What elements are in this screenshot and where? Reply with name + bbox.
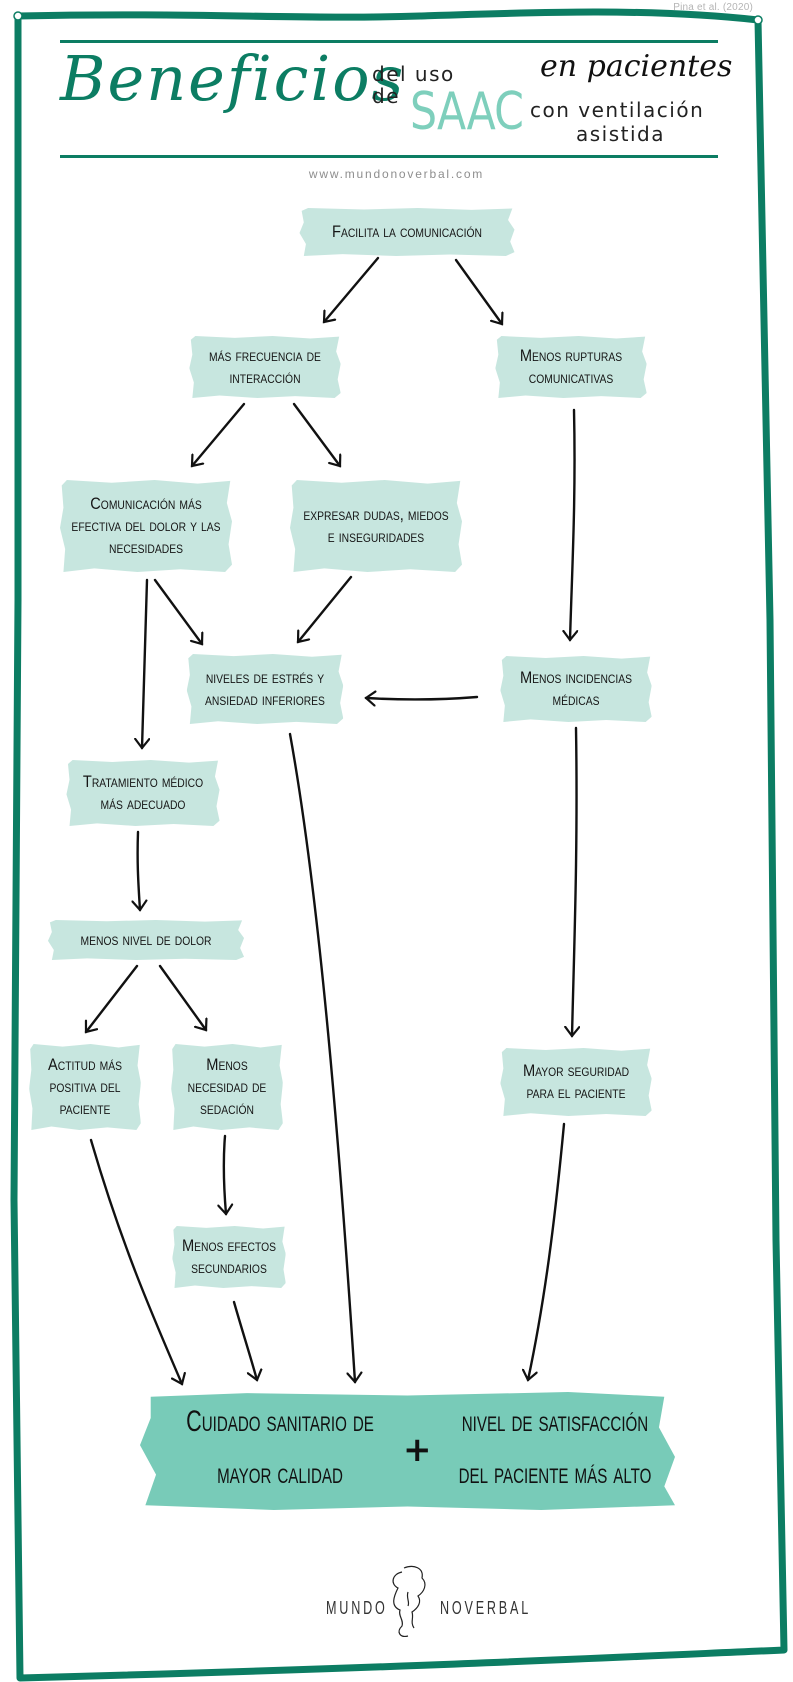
citation: Pina et al. (2020) [673,2,753,13]
node-comunicacion-efectiva: Comunicación más efectiva del dolor y la… [60,480,232,572]
node-label: Menos efectos secundarios [181,1236,277,1277]
title-asistida: asistida [576,122,666,146]
result-left-text: Cuidado sanitario de mayor calidad [186,1405,374,1490]
node-label: más frecuencia de interacción [209,346,321,387]
node-actitud: Actitud más positiva del paciente [29,1044,141,1130]
node-label: Actitud más positiva del paciente [47,1055,123,1118]
node-menos-dolor: menos nivel de dolor [47,920,245,960]
title-de: de [372,84,400,108]
logo-text-noverbal: NOVERBAL [440,1598,532,1618]
line-art-faces-icon [392,1565,426,1637]
node-tratamiento: Tratamiento médico más adecuado [66,760,220,826]
node-mas-frecuencia: más frecuencia de interacción [189,336,341,398]
node-label: menos nivel de dolor [80,930,212,950]
node-menos-sedacion: Menos necesidad de sedación [171,1044,283,1130]
node-niveles-estres: niveles de estrés y ansiedad inferiores [186,654,344,724]
node-label: Tratamiento médico más adecuado [82,772,204,813]
node-menos-rupturas: Menos rupturas comunicativas [495,336,647,398]
node-label: expresar dudas, miedos e inseguridades [303,505,449,546]
node-menos-incidencias: Menos incidencias médicas [500,656,652,722]
node-label: Comunicación más efectiva del dolor y la… [71,494,221,557]
node-expresar-dudas: expresar dudas, miedos e inseguridades [290,480,462,572]
node-label: Menos necesidad de sedación [187,1055,267,1118]
header-bottom-rule [60,155,718,158]
node-label: Menos rupturas comunicativas [519,346,623,387]
title-saac: SAAC [410,82,524,142]
title-en-pacientes: en pacientes [540,49,733,84]
node-label: Facilita la comunicación [332,222,482,242]
node-facilita-comunicacion: Facilita la comunicación [299,208,515,256]
node-label: Menos incidencias médicas [519,668,633,709]
title-main: Beneficios [60,42,406,115]
node-menos-efectos: Menos efectos secundarios [172,1226,286,1288]
header-top-rule [60,40,718,43]
node-mayor-seguridad: Mayor seguridad para el paciente [500,1048,652,1116]
result-box [140,1392,675,1510]
result-right-text: nivel de satisfacción del paciente más a… [458,1405,652,1490]
node-label: Mayor seguridad para el paciente [522,1061,630,1102]
logo-text-mundo: MUNDO [326,1598,388,1618]
website-url: www.mundonoverbal.com [308,167,485,181]
frame-border [10,8,788,1682]
node-label: niveles de estrés y ansiedad inferiores [205,668,325,709]
title-con-ventilacion: con ventilación [530,98,705,122]
title-del-uso: del uso [372,62,455,86]
plus-sign: + [403,1430,432,1470]
